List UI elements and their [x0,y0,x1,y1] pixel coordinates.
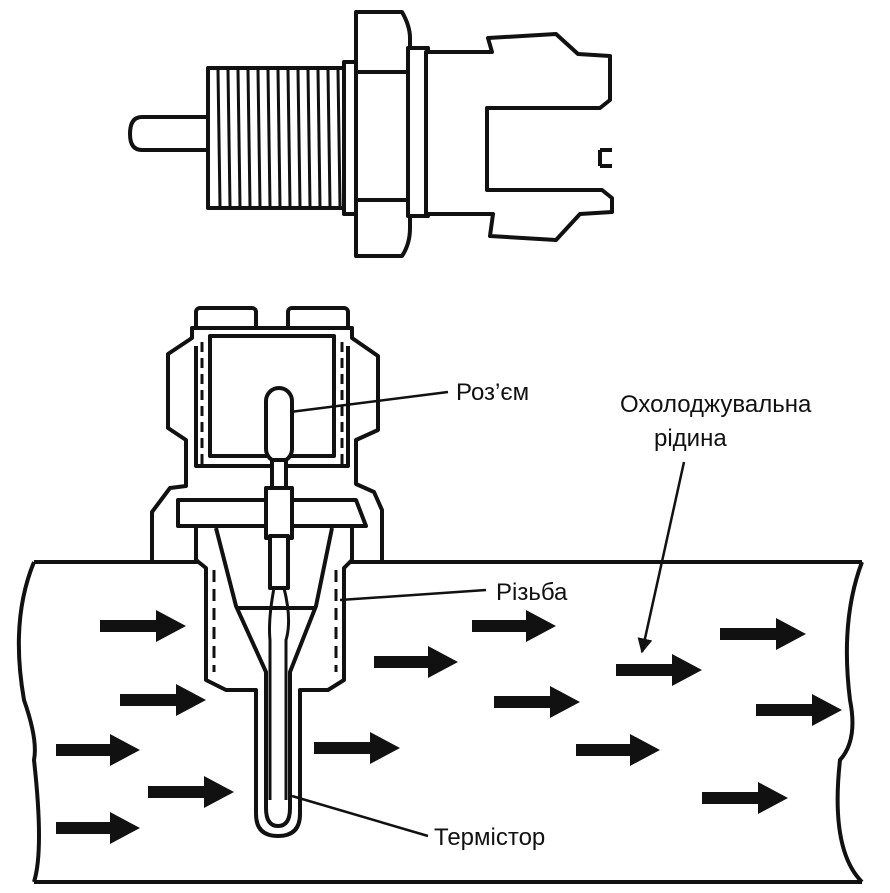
flow-arrow [56,812,140,844]
thread-label: Різьба [496,579,568,606]
connector-label: Роз’єм [456,379,529,406]
thermistor-label: Термістор [434,824,545,851]
terminal-crimp [270,458,288,492]
flow-arrow [756,694,842,726]
sensor-exterior-view [128,10,614,258]
terminal-lower [268,534,290,590]
flow-arrow [702,782,788,814]
inner-funnel [214,527,334,828]
flow-arrow [472,610,556,642]
coolant-label-line1: Охолоджувальна [620,391,812,418]
probe-tip [128,115,212,152]
sensor-cross-section [150,306,384,838]
thread-leader [339,588,487,602]
housing-dashes [200,342,344,468]
pipe-left-end [16,561,41,883]
hex-nut [354,10,412,258]
terminal-pin [264,386,294,464]
flow-arrows [56,610,842,844]
thermistor-leader [291,794,429,838]
leader-lines [289,390,686,838]
flow-arrow [494,686,580,718]
pipe-right-end [835,561,864,884]
flow-arrow [120,684,206,716]
flow-arrow [100,610,186,642]
flow-arrow [720,618,806,650]
coolant-label-line2: рідина [654,425,727,452]
thread-dashes [212,570,338,672]
flow-arrow [616,654,702,686]
connector-housing [424,32,614,242]
coolant-leader [637,461,686,654]
flow-arrow [314,732,400,764]
flow-arrow [56,734,140,766]
terminal-body [264,486,294,540]
flow-arrow [148,776,234,808]
flow-arrow [576,734,660,766]
flow-arrow [374,646,458,678]
lead-wires [268,587,291,800]
thread-lines [216,69,342,207]
connector-leader [289,390,449,414]
